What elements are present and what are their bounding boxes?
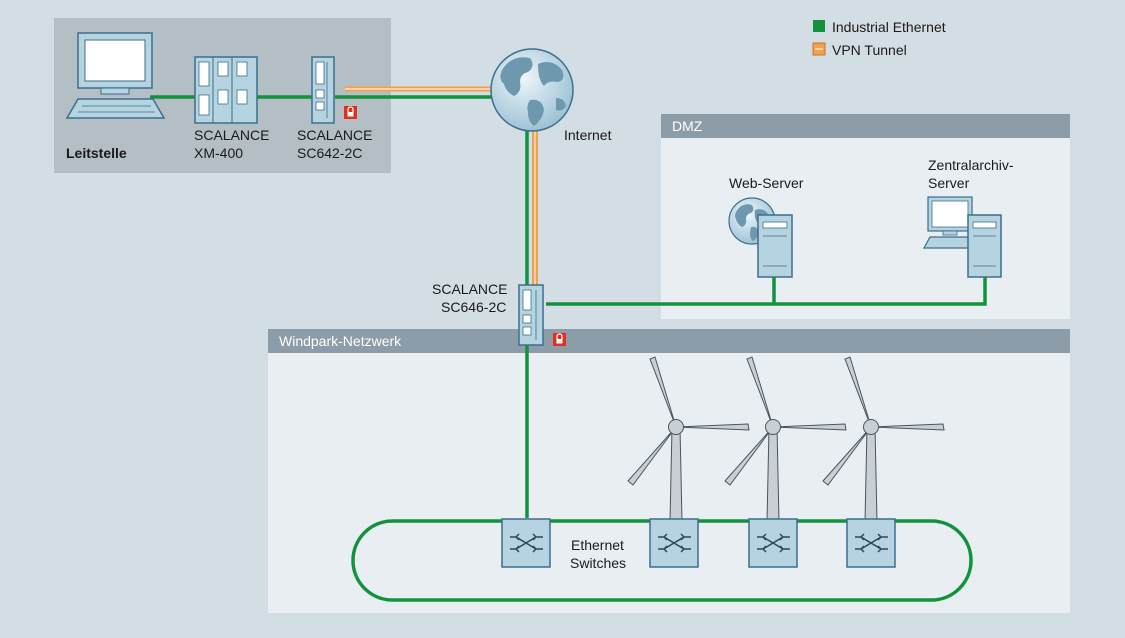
xm400-switch-rack-icon — [194, 56, 258, 124]
archive-label-line2: Server — [928, 175, 970, 191]
sc642-lock-icon — [344, 106, 357, 119]
wind-turbine-icon — [627, 356, 750, 523]
ethernet-switch-icon — [846, 518, 896, 568]
vpn-tunnel-line — [345, 86, 538, 287]
legend: Industrial Ethernet VPN Tunnel — [812, 19, 946, 58]
webserver-label: Web-Server — [729, 175, 804, 191]
sc642-security-appliance-icon — [311, 56, 335, 124]
archive-workstation-icon — [922, 196, 978, 249]
dmz-title: DMZ — [672, 118, 703, 134]
switches-label-line1: Ethernet — [571, 537, 624, 553]
archive-label-line1: Zentralarchiv- — [928, 157, 1014, 173]
wind-turbine-icon — [724, 356, 847, 523]
leitstelle-label: Leitstelle — [66, 145, 127, 161]
ethernet-switch-icon — [649, 518, 699, 568]
archive-server-icon — [967, 214, 1002, 278]
legend-ethernet-label: Industrial Ethernet — [832, 19, 946, 35]
dmz-zone: DMZ — [661, 114, 1070, 319]
xm400-label-line1: SCALANCE — [194, 127, 269, 143]
switches-label-line2: Switches — [570, 555, 626, 571]
sc642-label-line2: SC642-2C — [297, 145, 362, 161]
legend-ethernet-swatch — [813, 20, 825, 32]
ethernet-lines — [150, 95, 987, 602]
xm400-label-line2: XM-400 — [194, 145, 243, 161]
ethernet-switch-icon — [748, 518, 798, 568]
sc646-lock-icon — [553, 333, 566, 346]
ethernet-switch-icon — [501, 518, 551, 568]
sc646-security-appliance-icon — [518, 284, 544, 346]
wind-turbine-icon — [822, 356, 945, 523]
internet-label: Internet — [564, 127, 612, 143]
webserver-server-icon — [757, 214, 793, 278]
sc646-label-line1: SCALANCE — [432, 281, 507, 297]
legend-vpn-label: VPN Tunnel — [832, 42, 907, 58]
windpark-title: Windpark-Netzwerk — [279, 333, 402, 349]
sc646-label-line2: SC646-2C — [441, 299, 506, 315]
sc642-label-line1: SCALANCE — [297, 127, 372, 143]
workstation-icon — [65, 32, 166, 119]
windpark-zone: Windpark-Netzwerk — [268, 329, 1070, 613]
internet-globe-icon — [490, 48, 574, 132]
